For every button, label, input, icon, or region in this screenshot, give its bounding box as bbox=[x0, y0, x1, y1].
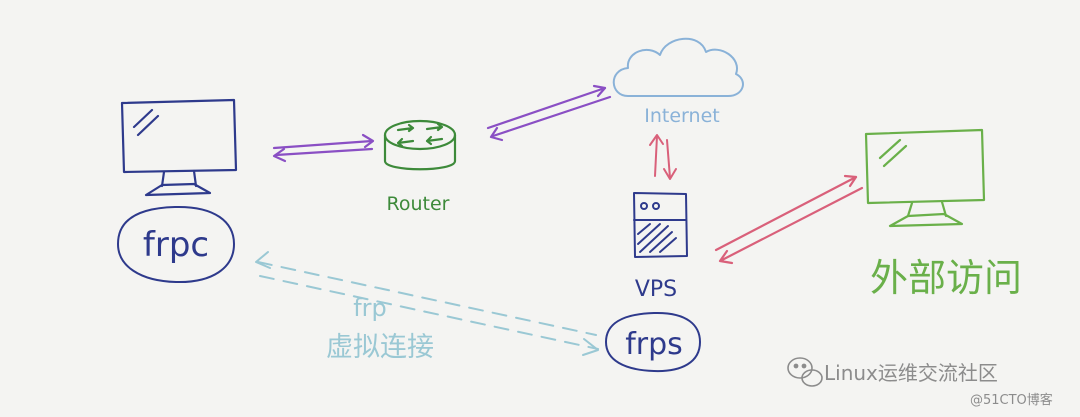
server-icon bbox=[633, 192, 688, 258]
watermark-source: @51CTO博客 bbox=[970, 392, 1053, 408]
router-internet-arrow bbox=[486, 84, 612, 142]
internet-label: Internet bbox=[644, 105, 719, 127]
frpc-bubble: frpc bbox=[116, 205, 236, 284]
frp-tunnel-label: frp bbox=[353, 294, 387, 322]
watermark-brand: Linux运维交流社区 bbox=[824, 361, 998, 385]
watermark: Linux运维交流社区 @51CTO博客 bbox=[787, 357, 1053, 408]
external-monitor-icon bbox=[864, 128, 986, 228]
internet-node: Internet bbox=[612, 37, 744, 127]
router-label: Router bbox=[387, 193, 450, 215]
external-computer: 外部访问 bbox=[864, 128, 1022, 300]
vps-label: VPS bbox=[635, 277, 677, 302]
client-monitor-icon bbox=[120, 98, 238, 197]
frps-bubble: frps bbox=[604, 311, 702, 373]
router-node: Router bbox=[383, 119, 457, 215]
router-icon bbox=[383, 119, 457, 171]
external-access-label: 外部访问 bbox=[870, 256, 1022, 300]
frp-virtual-connection-label: 虚拟连接 bbox=[326, 332, 434, 363]
frp-tunnel-arrow bbox=[255, 251, 599, 356]
frps-label: frps bbox=[625, 327, 683, 362]
vps-external-arrow bbox=[714, 174, 864, 265]
cloud-icon bbox=[612, 37, 744, 97]
wechat-icon bbox=[787, 357, 823, 387]
client-computer: frpc bbox=[116, 98, 238, 284]
vps-node: VPS frps bbox=[604, 192, 702, 373]
client-router-arrow bbox=[272, 133, 375, 163]
frpc-label: frpc bbox=[143, 225, 209, 265]
internet-vps-arrow bbox=[649, 134, 677, 180]
